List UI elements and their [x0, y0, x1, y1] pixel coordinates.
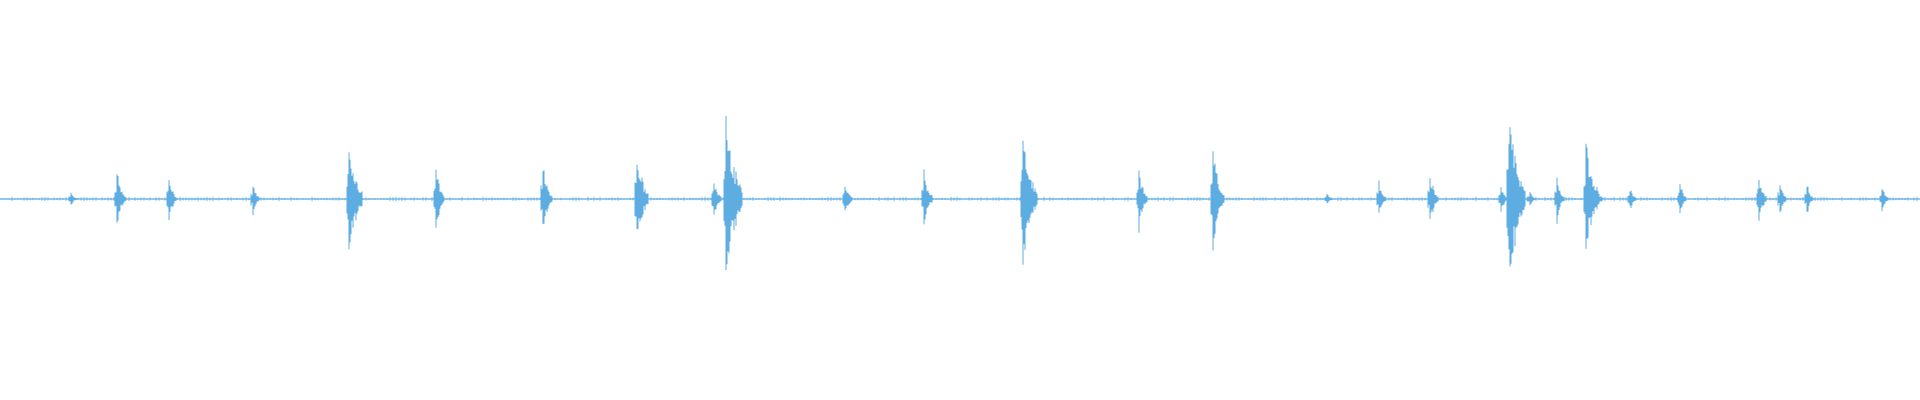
- waveform-burst: [1210, 151, 1225, 251]
- waveform-burst: [250, 186, 260, 215]
- waveform-burst: [1756, 180, 1767, 221]
- waveform-burst: [1506, 127, 1526, 267]
- waveform-burst: [723, 116, 743, 270]
- waveform-burst: [1376, 180, 1386, 213]
- waveform-burst: [1527, 192, 1536, 206]
- waveform-burst: [1136, 170, 1148, 233]
- waveform-burst: [433, 169, 445, 228]
- waveform-burst: [1020, 140, 1038, 265]
- waveform-burst: [1677, 184, 1687, 214]
- waveform-burst: [166, 180, 177, 221]
- waveform-burst: [842, 186, 853, 211]
- waveform-noise: [0, 196, 1918, 202]
- waveform-bursts: [0, 116, 1918, 270]
- waveform-burst: [634, 164, 649, 230]
- waveform-burst: [921, 169, 933, 225]
- waveform-burst: [1427, 178, 1439, 219]
